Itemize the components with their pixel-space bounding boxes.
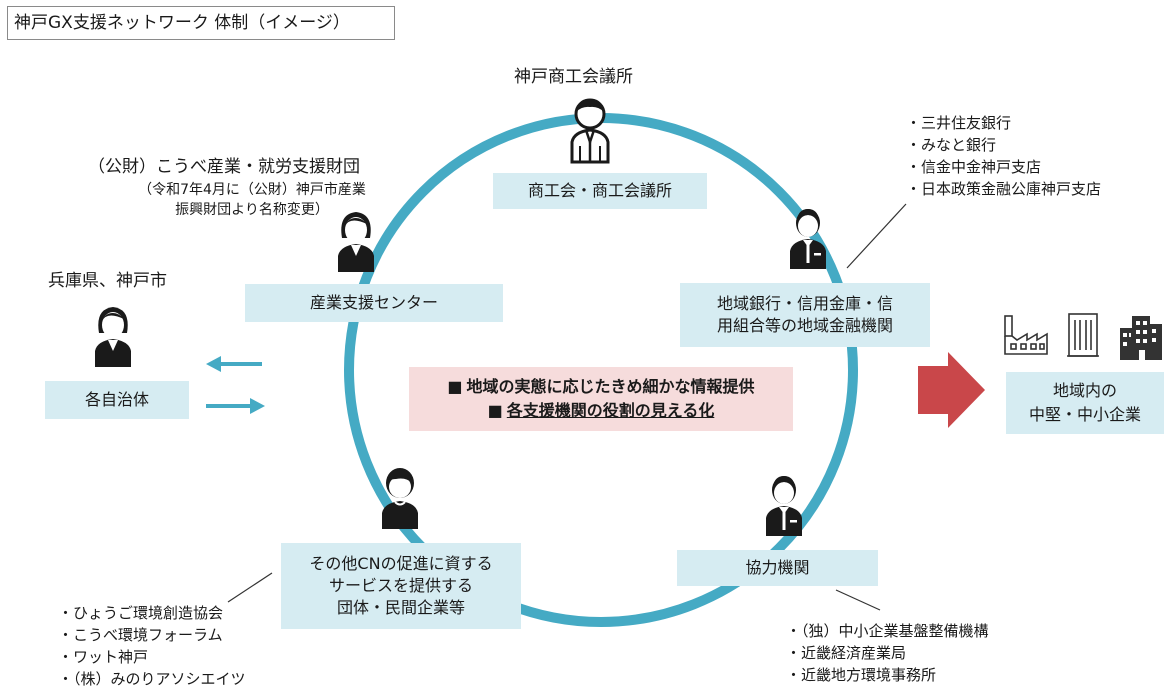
factory-icon [1004,315,1048,355]
list-item: ワット神戸 [58,646,246,668]
list-item: （独）中小企業基盤整備機構 [786,620,989,642]
list-item: こうべ環境フォーラム [58,624,246,646]
list-item: みなと銀行 [906,134,1101,156]
person-casual-icon [382,468,418,529]
others-label-line-2: サービスを提供する [328,576,473,595]
building-cluster-icon [1120,316,1162,360]
banks-member-list: 三井住友銀行 みなと銀行 信金中金神戸支店 日本政策金融公庫神戸支店 [906,112,1101,200]
list-item: （株）みのりアソシエイツ [58,668,246,690]
chamber-heading: 神戸商工会議所 [514,67,633,87]
square-bullet-icon: ■ [487,401,503,420]
others-node: その他CNの促進に資する サービスを提供する 団体・民間企業等 [281,543,521,629]
person-woman-icon [95,307,131,367]
list-item: 三井住友銀行 [906,112,1101,134]
diagram-title: 神戸GX支援ネットワーク 体制（イメージ） [7,6,395,40]
banks-node: 地域銀行・信用金庫・信 用組合等の地域金融機関 [680,283,930,347]
center-line-1: ■地域の実態に応じたきめ細かな情報提供 [447,375,754,399]
foundation-heading: （公財）こうべ産業・就労支援財団 [88,157,360,177]
municipality-label: 各自治体 [84,390,149,409]
center-line-1-text: 地域の実態に応じたきめ細かな情報提供 [466,377,755,396]
arrow-right-icon [206,398,265,414]
partners-member-list: （独）中小企業基盤整備機構 近畿経済産業局 近畿地方環境事務所 [786,620,989,686]
municipality-heading: 兵庫県、神戸市 [48,271,167,291]
foundation-node: 産業支援センター [245,284,503,322]
foundation-label: 産業支援センター [309,293,438,312]
foundation-note: （令和7年4月に（公財）神戸市産業 振興財団より名称変更） [102,180,402,220]
person-man-tie-icon [790,209,826,269]
partners-connector-line [835,589,881,611]
banks-label-line-2: 用組合等の地域金融機関 [716,316,893,335]
list-item: 近畿地方環境事務所 [786,664,989,686]
partners-label: 協力機関 [745,558,810,577]
others-label-line-1: その他CNの促進に資する [309,554,493,573]
person-man-tie-icon [766,476,802,536]
list-item: ひょうご環境創造協会 [58,602,246,624]
square-bullet-icon: ■ [447,377,463,396]
center-line-2: ■各支援機関の役割の見える化 [488,399,715,423]
others-label-line-3: 団体・民間企業等 [336,598,465,617]
chamber-node: 商工会・商工会議所 [493,173,707,209]
others-connector-line [227,572,273,603]
target-sme-node: 地域内の 中堅・中小企業 [1006,372,1164,434]
others-member-list: ひょうご環境創造協会 こうべ環境フォーラム ワット神戸 （株）みのりアソシエイツ [58,602,246,690]
chamber-label: 商工会・商工会議所 [527,181,672,200]
banks-connector-line [846,203,907,269]
big-red-arrow-icon [918,352,985,428]
center-line-2-text: 各支援機関の役割の見える化 [506,401,715,420]
person-woman-icon [338,212,374,272]
list-item: 近畿経済産業局 [786,642,989,664]
center-message-box: ■地域の実態に応じたきめ細かな情報提供 ■各支援機関の役割の見える化 [409,367,793,431]
foundation-note-line-2: 振興財団より名称変更） [175,202,329,218]
municipality-node: 各自治体 [45,381,189,419]
office-building-icon [1067,313,1099,357]
target-line-2: 中堅・中小企業 [1028,405,1141,424]
banks-label-line-1: 地域銀行・信用金庫・信 [716,294,893,313]
person-suit-icon [570,98,610,164]
arrow-left-icon [206,356,262,372]
foundation-note-line-1: （令和7年4月に（公財）神戸市産業 [138,182,366,198]
target-line-1: 地域内の [1052,381,1117,400]
partners-node: 協力機関 [677,550,878,586]
list-item: 日本政策金融公庫神戸支店 [906,178,1101,200]
list-item: 信金中金神戸支店 [906,156,1101,178]
